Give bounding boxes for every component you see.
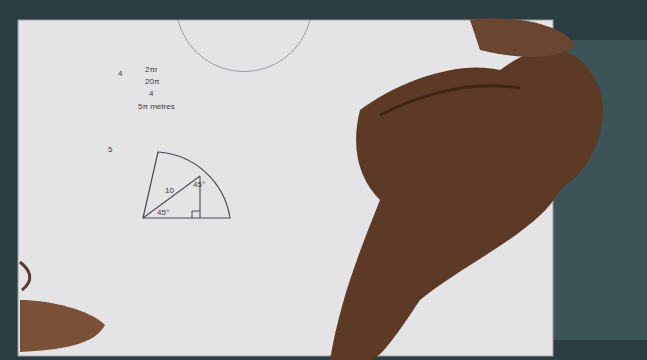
question-number: 4 — [118, 70, 122, 78]
working-line: 4 — [149, 90, 153, 98]
side-label: 10 — [165, 187, 174, 195]
question-number: 5 — [108, 146, 112, 154]
angle-label: 45° — [157, 209, 169, 217]
angle-label: 45° — [193, 181, 205, 189]
answer-text: 5π metres — [138, 103, 175, 111]
working-line: 20π — [145, 78, 159, 86]
working-line: 2πr — [145, 66, 158, 74]
